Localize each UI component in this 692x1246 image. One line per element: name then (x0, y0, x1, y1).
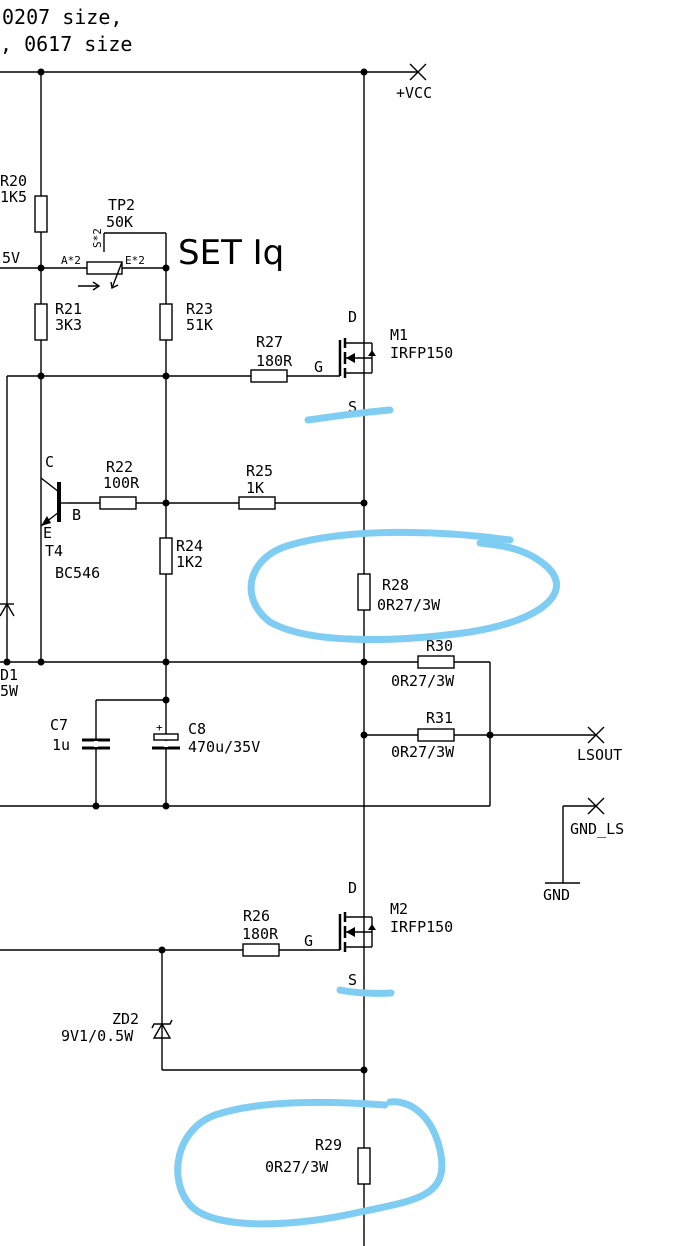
svg-text:R30: R30 (426, 637, 453, 655)
mosfet-m2: D G S M2 IRFP150 (304, 879, 453, 989)
svg-text:R22: R22 (106, 458, 133, 476)
header-line1: 0207 size, (2, 5, 122, 29)
resistor-r23: R23 51K (159, 300, 213, 341)
svg-text:180R: 180R (256, 352, 293, 370)
svg-text:IRFP150: IRFP150 (390, 918, 453, 936)
svg-text:1u: 1u (52, 736, 70, 754)
resistor-r25: R25 1K (238, 462, 276, 510)
highlight-stroke-m2-source (336, 986, 395, 997)
svg-text:180R: 180R (242, 925, 279, 943)
header-line2: , 0617 size (0, 32, 132, 56)
svg-text:51K: 51K (186, 316, 213, 334)
svg-text:G: G (304, 932, 313, 950)
gnd-ls-terminal: GND_LS (570, 797, 624, 838)
svg-text:E: E (43, 524, 52, 542)
svg-text:D1: D1 (0, 666, 18, 684)
svg-text:R29: R29 (315, 1136, 342, 1154)
svg-text:BC546: BC546 (55, 564, 100, 582)
svg-text:R24: R24 (176, 537, 203, 555)
svg-text:ZD2: ZD2 (112, 1010, 139, 1028)
svg-text:+: + (156, 721, 163, 734)
highlight-circle-r29 (174, 1098, 446, 1228)
svg-text:1K5: 1K5 (0, 188, 27, 206)
svg-text:GND_LS: GND_LS (570, 820, 624, 838)
svg-text:G: G (314, 358, 323, 376)
svg-text:S: S (348, 971, 357, 989)
svg-text:C: C (45, 453, 54, 471)
svg-text:C7: C7 (50, 716, 68, 734)
resistor-r27: R27 180R (250, 333, 293, 383)
svg-text:R27: R27 (256, 333, 283, 351)
net-5v-label: 5V (2, 249, 20, 267)
resistor-r28: R28 0R27/3W (357, 573, 441, 614)
svg-text:R26: R26 (243, 907, 270, 925)
svg-text:100R: 100R (103, 474, 140, 492)
svg-text:R25: R25 (246, 462, 273, 480)
svg-text:470u/35V: 470u/35V (188, 738, 260, 756)
lsout-terminal: LSOUT (577, 726, 622, 764)
svg-text:M1: M1 (390, 326, 408, 344)
highlight-stroke-m1-source (304, 406, 394, 424)
svg-text:S*2: S*2 (91, 228, 104, 248)
svg-text:R28: R28 (382, 576, 409, 594)
transistor-t4: C B E T4 BC546 (40, 453, 100, 582)
resistor-r20: R20 1K5 (0, 172, 48, 233)
svg-text:R31: R31 (426, 709, 453, 727)
resistor-r29: R29 0R27/3W (265, 1136, 371, 1185)
svg-text:0R27/3W: 0R27/3W (377, 596, 441, 614)
svg-text:S: S (348, 398, 357, 416)
svg-text:R20: R20 (0, 172, 27, 190)
svg-text:M2: M2 (390, 900, 408, 918)
svg-text:TP2: TP2 (108, 196, 135, 214)
svg-text:5W: 5W (0, 682, 19, 700)
resistor-r22: R22 100R (99, 458, 140, 510)
highlight-circle-r28 (247, 528, 560, 643)
set-iq-annotation: SET Iq (178, 233, 284, 273)
svg-text:+VCC: +VCC (396, 84, 432, 102)
capacitor-c8: + C8 470u/35V (152, 720, 260, 756)
svg-text:T4: T4 (45, 542, 63, 560)
svg-text:B: B (72, 506, 81, 524)
svg-text:A*2: A*2 (61, 254, 81, 267)
wires (0, 71, 596, 1246)
svg-text:1K: 1K (246, 479, 264, 497)
resistor-r30: R30 0R27/3W (391, 637, 455, 690)
resistor-r21: R21 3K3 (34, 300, 82, 341)
svg-text:50K: 50K (106, 213, 133, 231)
resistor-r24: R24 1K2 (159, 537, 203, 575)
svg-text:0R27/3W: 0R27/3W (391, 743, 455, 761)
svg-text:D: D (348, 879, 357, 897)
svg-text:R23: R23 (186, 300, 213, 318)
vcc-terminal: +VCC (396, 63, 432, 102)
svg-text:R21: R21 (55, 300, 82, 318)
highlight-marks (174, 406, 560, 1228)
svg-text:3K3: 3K3 (55, 316, 82, 334)
svg-text:LSOUT: LSOUT (577, 746, 622, 764)
svg-text:D: D (348, 308, 357, 326)
svg-text:E*2: E*2 (125, 254, 145, 267)
resistor-r26: R26 180R (242, 907, 280, 957)
svg-text:0R27/3W: 0R27/3W (265, 1158, 329, 1176)
svg-text:IRFP150: IRFP150 (390, 344, 453, 362)
zener-zd2: ZD2 9V1/0.5W (61, 1010, 173, 1045)
trimmer-tp2: TP2 50K A*2 E*2 S*2 (61, 196, 145, 291)
svg-text:C8: C8 (188, 720, 206, 738)
mosfet-m1: D G S M1 IRFP150 (314, 308, 453, 416)
svg-text:1K2: 1K2 (176, 553, 203, 571)
svg-text:9V1/0.5W: 9V1/0.5W (61, 1027, 134, 1045)
resistor-r31: R31 0R27/3W (391, 709, 455, 761)
gnd-label: GND (543, 886, 570, 904)
svg-text:0R27/3W: 0R27/3W (391, 672, 455, 690)
diode-d1: D1 5W (0, 602, 19, 700)
junctions (3, 68, 494, 1074)
capacitor-c7: C7 1u (50, 716, 110, 754)
